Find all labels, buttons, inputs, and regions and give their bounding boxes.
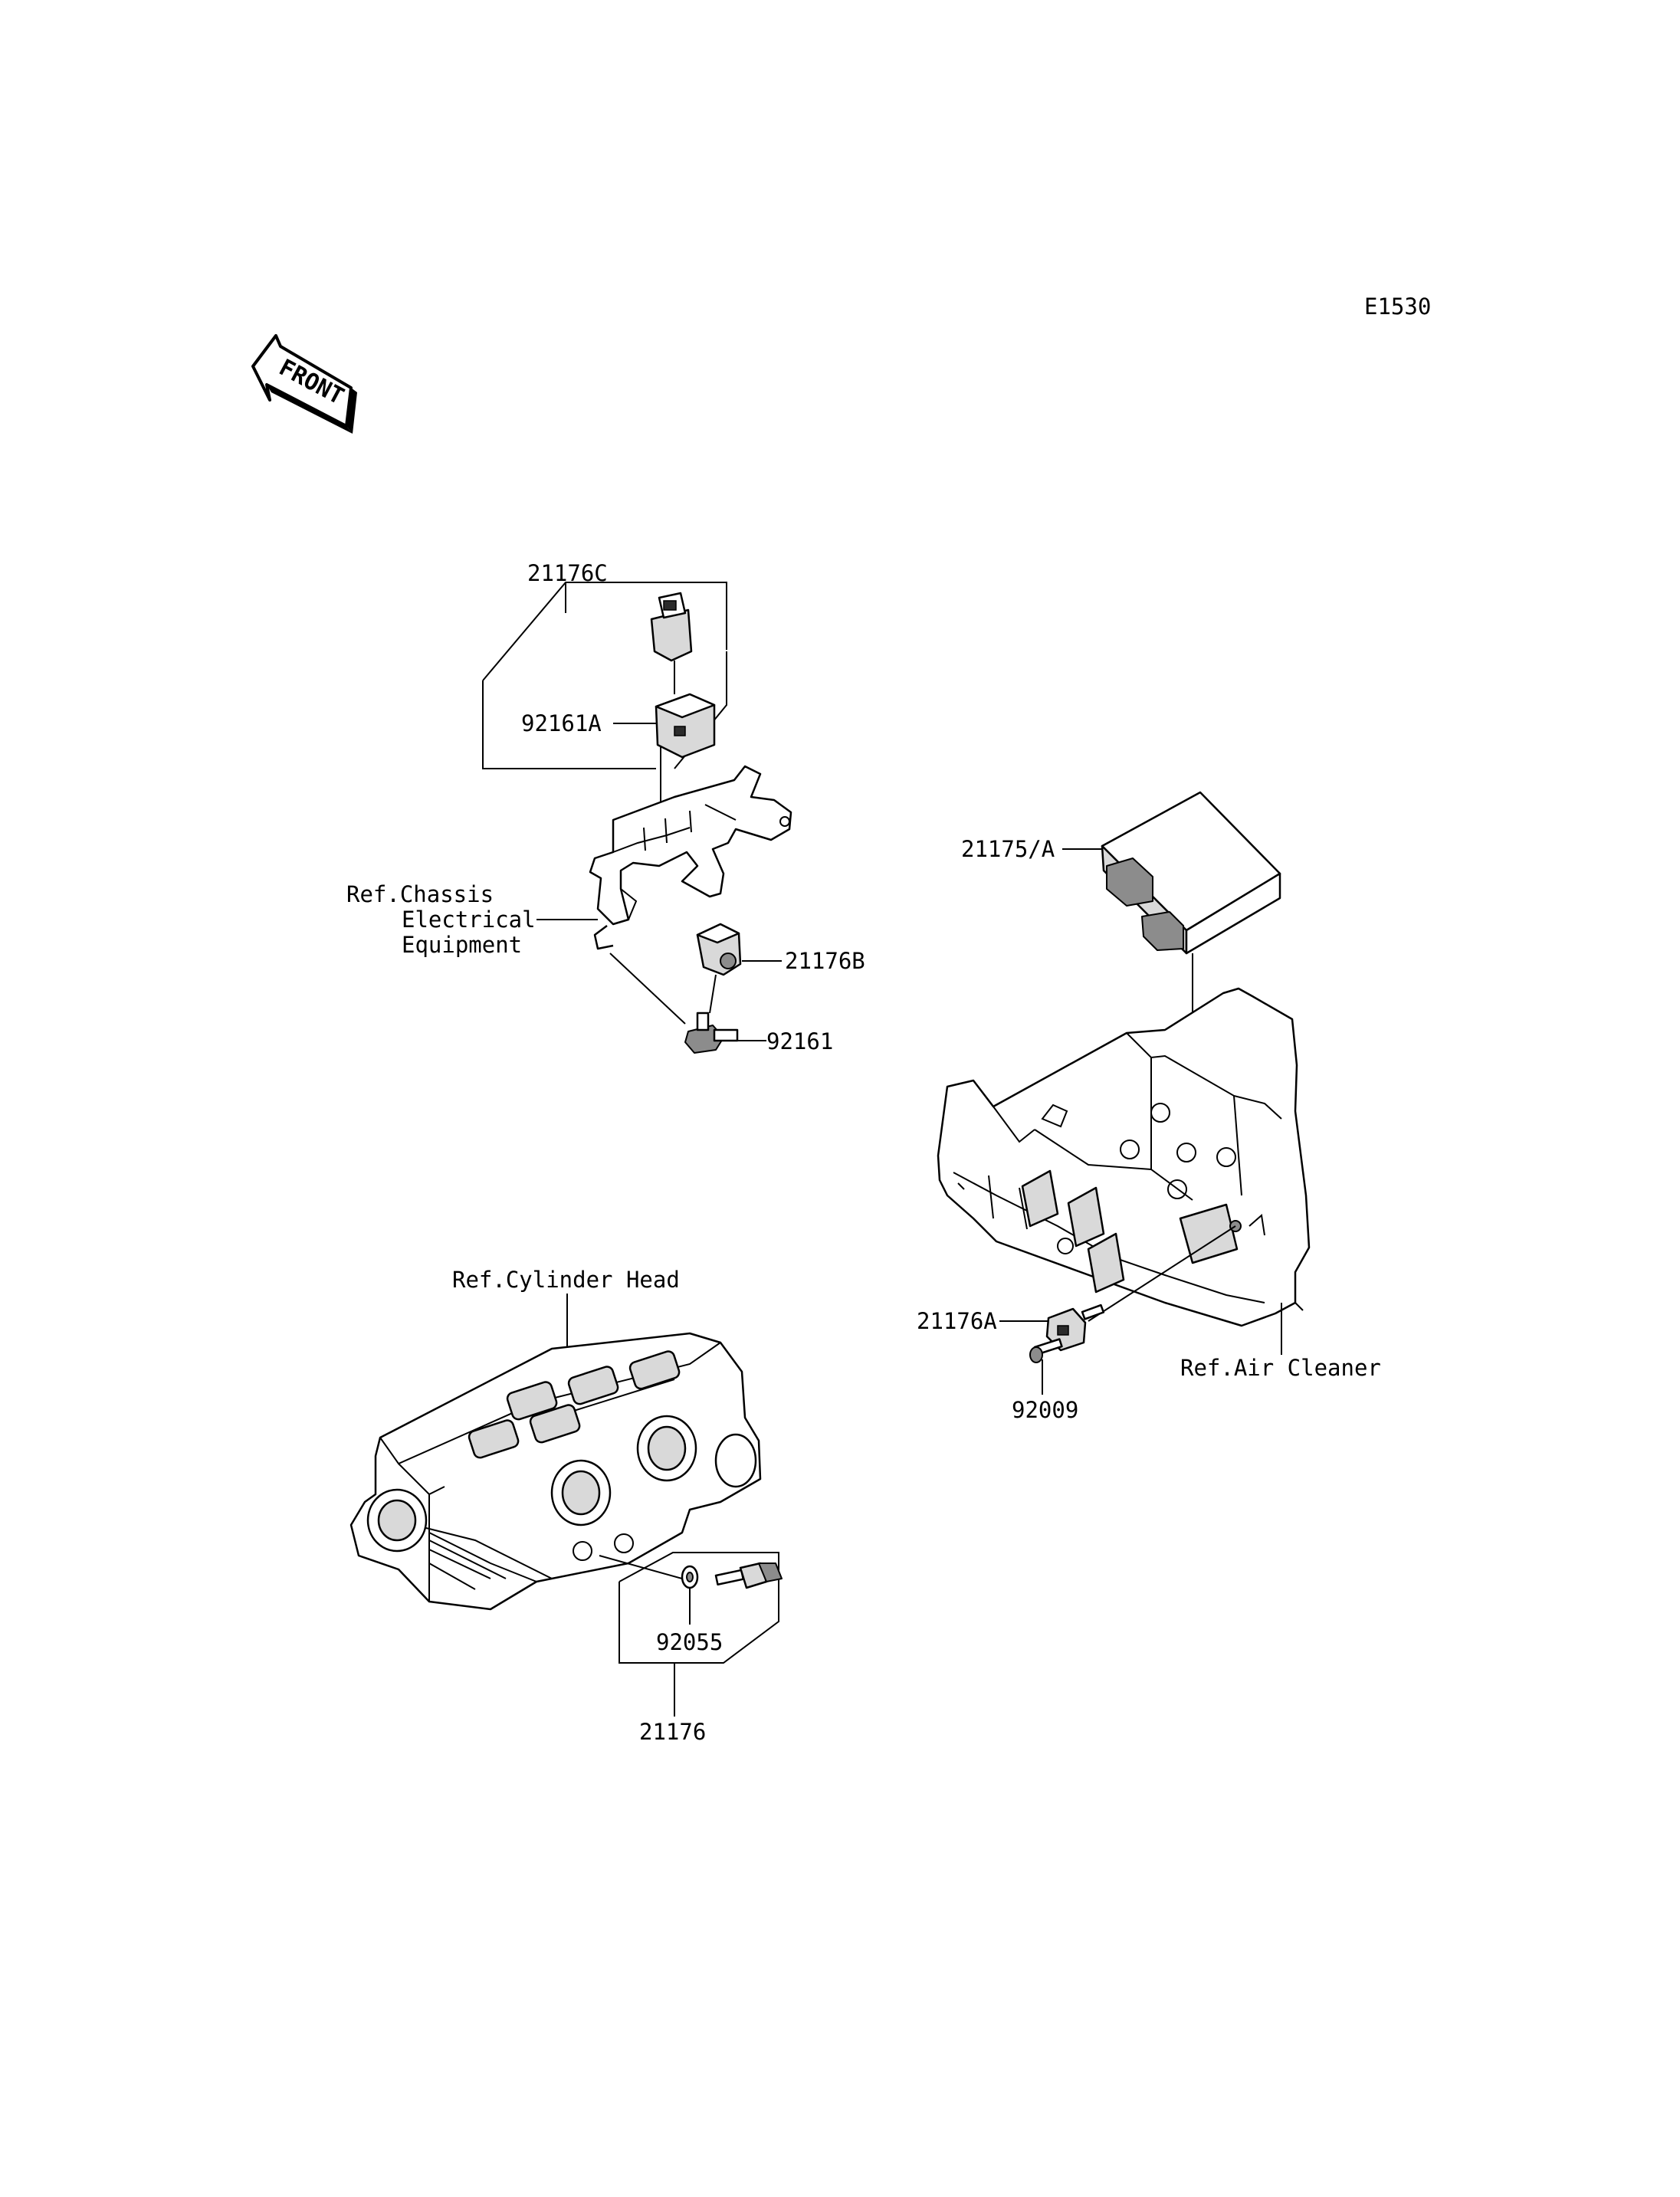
label-92161A: 92161A: [521, 710, 602, 736]
sensor-21176B: [696, 923, 742, 976]
diagram-code: E1530: [1364, 293, 1431, 320]
screw-92009: [1029, 1338, 1063, 1363]
bolt-92161: [684, 1012, 739, 1054]
cylinder-head: [349, 1332, 762, 1611]
mounting-bracket: [589, 765, 792, 950]
washer-92055: [681, 1565, 699, 1589]
connector-cap: [650, 592, 693, 662]
label-ref-air-cleaner: Ref.Air Cleaner: [1180, 1355, 1381, 1381]
cylinder-head-group: Ref.Cylinder Head: [349, 1267, 783, 1745]
connector-92161A: [655, 693, 716, 759]
label-92009: 92009: [1012, 1397, 1078, 1423]
temperature-sensor: [714, 1562, 783, 1589]
label-92161: 92161: [766, 1028, 833, 1054]
label-21176: 21176: [639, 1719, 706, 1745]
label-ref-chassis-3: Equipment: [402, 932, 522, 958]
label-21175A: 21175/A: [961, 836, 1055, 862]
label-21176C: 21176C: [527, 560, 608, 586]
ecu-aircleaner-group: 21175/A: [917, 791, 1381, 1423]
label-ref-chassis-1: Ref.Chassis: [346, 881, 494, 907]
ecu-21175A: [1101, 791, 1281, 955]
label-21176B: 21176B: [785, 948, 865, 974]
label-ref-cylinder-head: Ref.Cylinder Head: [452, 1267, 680, 1293]
label-92055: 92055: [656, 1629, 723, 1655]
front-arrow-icon: FRONT: [251, 334, 357, 434]
label-ref-chassis-2: Electrical: [402, 907, 536, 933]
air-cleaner-housing: [937, 987, 1311, 1327]
sensor-bracket-group: 21176C 92161A Ref.C: [346, 560, 865, 1054]
label-21176A: 21176A: [917, 1308, 997, 1334]
